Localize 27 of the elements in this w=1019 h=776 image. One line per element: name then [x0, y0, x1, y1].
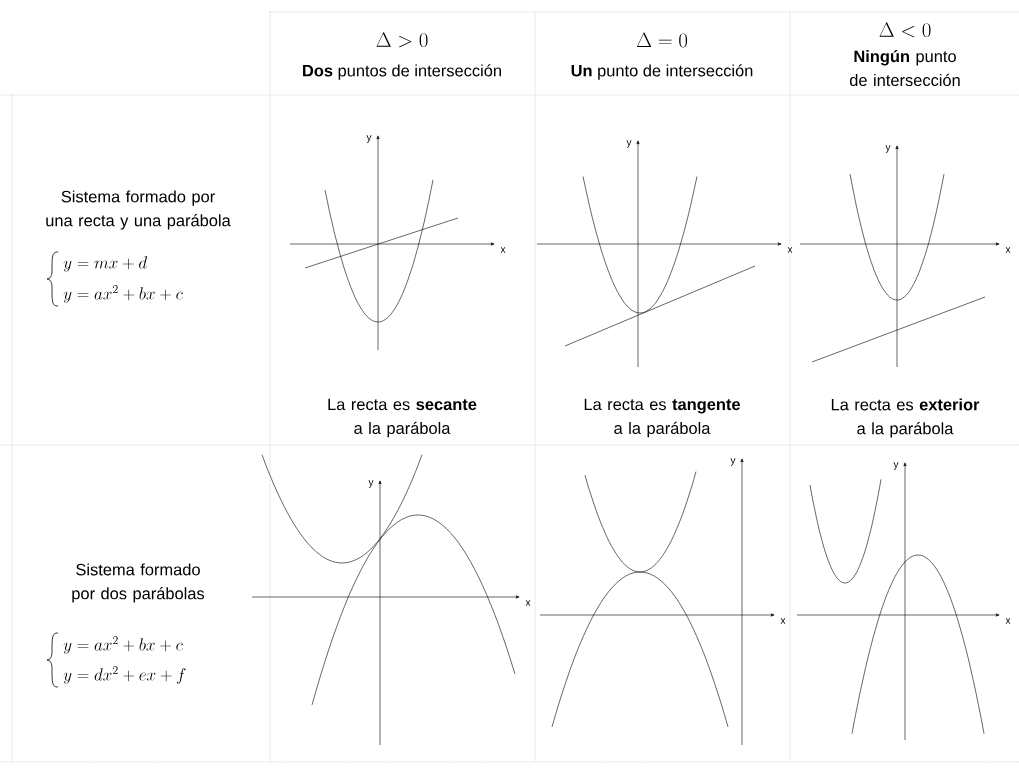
heading-text: Dos puntos de intersección — [303, 64, 501, 80]
cell-text: La recta es exterior a la parábola — [831, 398, 980, 438]
equation: $y = dx^{2} + ex + f$ — [63, 666, 186, 684]
equation: $y = mx + d$ — [63, 256, 148, 272]
axis-label: x — [780, 618, 786, 624]
equation: $y = ax^{2} + bx + c$ — [63, 636, 183, 654]
heading-text: Un punto de intersección — [571, 64, 753, 80]
axis-label: x — [1005, 247, 1011, 253]
axis-label: y — [368, 480, 374, 488]
axis-label: y — [366, 135, 372, 143]
cell-text: Sistema formado por dos parábolas — [72, 563, 205, 603]
axis-label: y — [626, 140, 632, 148]
axis-label: y — [885, 145, 891, 153]
axis-label: x — [1005, 618, 1011, 624]
heading-text: Ningún punto de intersección — [849, 49, 960, 87]
cell-text: La recta es tangente a la parábola — [584, 398, 740, 438]
axis-label: y — [893, 462, 899, 470]
axis-label: x — [500, 247, 506, 253]
heading-text: $\Delta < 0$ — [879, 22, 931, 38]
equation: $y = ax^{2} + bx + c$ — [63, 285, 183, 303]
heading-text: $\Delta = 0$ — [636, 32, 688, 48]
axis-label: y — [730, 458, 736, 466]
axis-label: x — [787, 247, 793, 253]
cell-text: Sistema formado por una recta y una parábola — [46, 190, 231, 230]
heading-text: $\Delta > 0$ — [376, 32, 428, 48]
cell-text: La recta es secante a la parábola — [328, 398, 477, 438]
axis-label: x — [525, 600, 531, 606]
